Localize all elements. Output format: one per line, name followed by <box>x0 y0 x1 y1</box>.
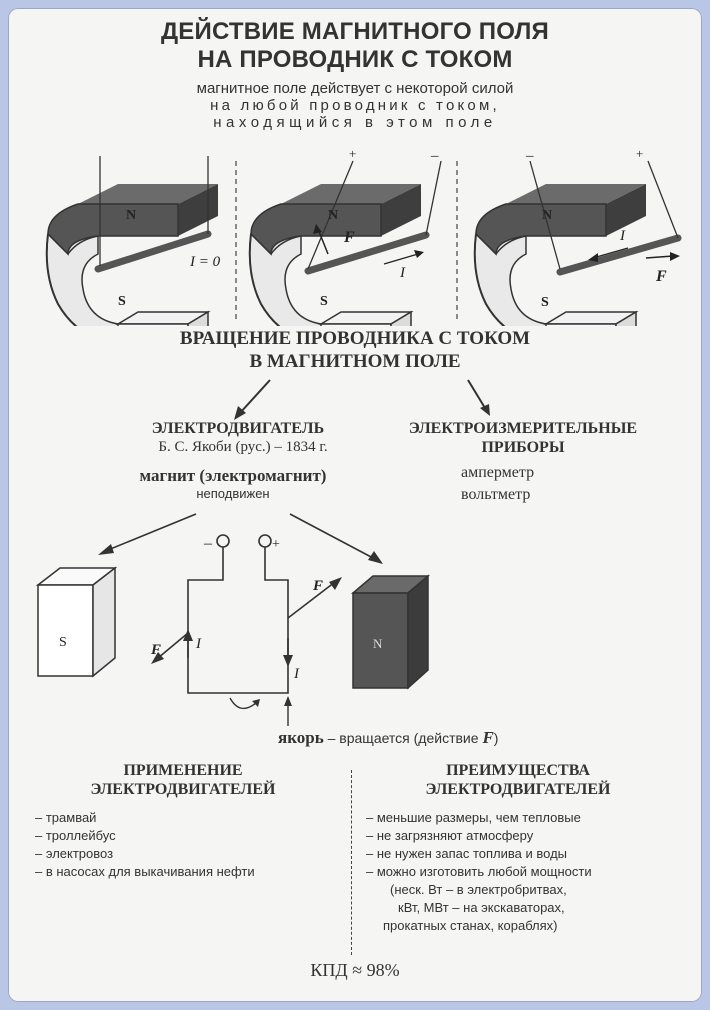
wire-3b <box>647 160 679 239</box>
advantages-heading-line2: ЭЛЕКТРОДВИГАТЕЛЕЙ <box>425 781 611 798</box>
armature-caption: якорь – вращается (действие F) <box>278 728 498 748</box>
list-item: – не нужен запас топлива и воды <box>366 846 568 861</box>
north-label-3: N <box>542 208 552 223</box>
force-arrow-3 <box>645 255 674 259</box>
page-title-line2: НА ПРОВОДНИК С ТОКОМ <box>197 46 513 73</box>
south-magnet-block: S <box>35 566 118 678</box>
magnets-diagram: N S I = 0 + – N S F I <box>45 146 682 326</box>
advantages-heading: ПРЕИМУЩЕСТВА <box>446 762 590 779</box>
armature-current-right: I <box>293 666 300 682</box>
motor-diagram: S N – + I I F <box>35 513 431 726</box>
page: ДЕЙСТВИЕ МАГНИТНОГО ПОЛЯ НА ПРОВОДНИК С … <box>8 8 702 1002</box>
plus-label-2: + <box>349 146 356 161</box>
magnet-panel-3: – + N S I F <box>473 146 682 326</box>
motor-inventor: Б. С. Якоби (рус.) – 1834 г. <box>158 439 328 455</box>
applications-heading: ПРИМЕНЕНИЕ <box>123 762 243 779</box>
advantages-detail-2: кВт, МВт – на экскаваторах, <box>398 900 565 915</box>
magnet-panel-2: + – N S F I <box>248 146 442 326</box>
conductor-1 <box>94 230 212 273</box>
armature-desc-end: ) <box>493 730 499 746</box>
list-item: – не загрязняют атмосферу <box>366 828 534 843</box>
armature-desc: – вращается (действие <box>323 730 483 746</box>
advantages-detail-1: (неск. Вт – в электробритвах, <box>390 882 567 897</box>
motor-north-label: N <box>373 636 383 651</box>
conductor-3 <box>556 234 682 276</box>
subtitle-line2: на любой проводник с током, <box>210 97 500 114</box>
list-item: – трамвай <box>35 810 97 825</box>
bottom-divider <box>351 770 352 955</box>
motor-south-label: S <box>59 635 67 650</box>
armature-minus: – <box>203 535 213 552</box>
rotation-heading-line2: В МАГНИТНОМ ПОЛЕ <box>249 351 461 372</box>
wire-2b <box>425 160 442 236</box>
magnet-panel-1: N S I = 0 <box>45 156 221 326</box>
current-label-3: I <box>619 228 626 244</box>
south-label-1: S <box>118 294 126 309</box>
wire-3a <box>529 160 561 270</box>
efficiency-label: КПД ≈ 98% <box>310 960 400 980</box>
motor-magnet-state: неподвижен <box>196 486 270 501</box>
conductor-2 <box>304 231 430 275</box>
list-item: – троллейбус <box>35 828 116 843</box>
armature-plus: + <box>272 537 280 552</box>
north-magnet-block: N <box>350 574 431 690</box>
armature-loop: – + I I F F <box>150 534 342 726</box>
force-label-2: F <box>343 229 355 246</box>
minus-label-2: – <box>430 148 439 164</box>
current-zero-label: I = 0 <box>189 254 221 270</box>
armature-word: якорь <box>278 728 324 747</box>
current-arrow-3 <box>592 247 629 259</box>
applications-list: – трамвай – троллейбус – электровоз – в … <box>35 809 255 881</box>
advantages-list: – меньшие размеры, чем тепловые – не заг… <box>366 809 592 881</box>
force-label-3: F <box>655 268 667 285</box>
north-label-1: N <box>126 208 136 223</box>
applications-heading-line2: ЭЛЕКТРОДВИГАТЕЛЕЙ <box>90 781 276 798</box>
north-label-2: N <box>328 208 338 223</box>
current-arrow-2 <box>383 253 419 265</box>
instrument-voltmeter: вольтметр <box>461 486 531 503</box>
list-item: – электровоз <box>35 846 114 861</box>
list-item: – в насосах для выкачивания нефти <box>35 864 255 879</box>
force-arrow-2 <box>317 228 329 255</box>
list-item: – меньшие размеры, чем тепловые <box>366 810 581 825</box>
wire-2a <box>307 160 354 270</box>
advantages-detail-3: прокатных станах, кораблях) <box>383 918 558 933</box>
south-label-2: S <box>320 294 328 309</box>
subtitle-line1: магнитное поле действует с некоторой сил… <box>196 80 514 97</box>
rotation-arrows <box>234 379 490 420</box>
list-item: – можно изготовить любой мощности <box>366 864 592 879</box>
instrument-ammeter: амперметр <box>461 464 535 481</box>
armature-force-right: F <box>312 578 323 594</box>
page-title: ДЕЙСТВИЕ МАГНИТНОГО ПОЛЯ <box>160 18 549 45</box>
subtitle-line3: находящийся в этом поле <box>213 114 497 131</box>
plus-label-3: + <box>636 146 643 161</box>
armature-current-left: I <box>195 636 202 652</box>
instruments-heading: ЭЛЕКТРОИЗМЕРИТЕЛЬНЫЕ <box>408 420 638 437</box>
motor-magnet: магнит (электромагнит) <box>139 466 327 485</box>
armature-force-left: F <box>150 642 161 658</box>
current-label-2: I <box>399 265 406 281</box>
minus-label-3: – <box>525 148 534 164</box>
south-label-3: S <box>541 295 549 310</box>
motor-heading: ЭЛЕКТРОДВИГАТЕЛЬ <box>151 420 325 437</box>
rotation-heading: ВРАЩЕНИЕ ПРОВОДНИКА С ТОКОМ <box>179 328 531 349</box>
instruments-heading-line2: ПРИБОРЫ <box>481 439 565 456</box>
armature-force-word: F <box>482 728 494 747</box>
